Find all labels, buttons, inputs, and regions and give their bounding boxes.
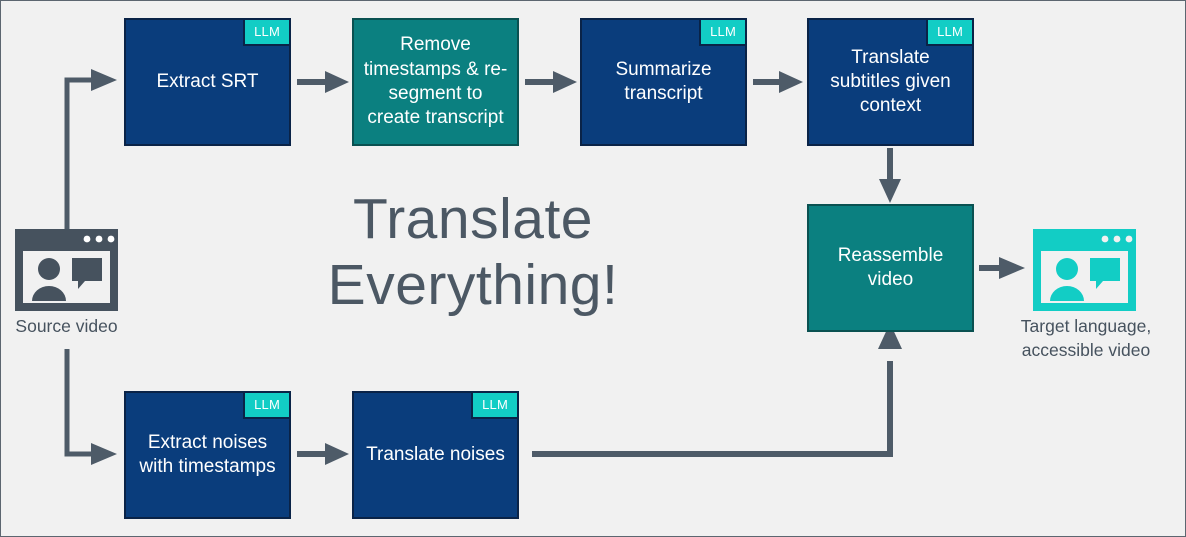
edge-summarize-to-translate-subtitles bbox=[753, 71, 803, 93]
node-extract-srt[interactable]: Extract SRT LLM bbox=[124, 18, 291, 146]
node-label: Remove timestamps & re-segment to create… bbox=[363, 34, 508, 129]
edge-source-to-extract-noises bbox=[64, 349, 117, 465]
llm-badge: LLM bbox=[699, 18, 747, 46]
edge-extract-noises-to-translate-noises bbox=[297, 443, 349, 465]
node-translate-noises[interactable]: Translate noises LLM bbox=[352, 391, 519, 519]
video-window-icon-source bbox=[15, 229, 118, 311]
edge-source-to-extract-srt bbox=[64, 69, 117, 233]
edge-translate-subtitles-to-reassemble bbox=[879, 148, 901, 203]
llm-badge: LLM bbox=[471, 391, 519, 419]
node-reassemble-video[interactable]: Reassemble video bbox=[807, 204, 974, 332]
page-title: Translate Everything! bbox=[327, 187, 619, 317]
llm-badge: LLM bbox=[243, 18, 291, 46]
video-window-icon bbox=[15, 229, 118, 311]
node-label: Extract SRT bbox=[156, 70, 259, 92]
node-label: Summarize transcript bbox=[615, 58, 712, 104]
edge-translate-noises-to-reassemble bbox=[532, 323, 902, 457]
edge-reassemble-to-target-video bbox=[979, 257, 1025, 279]
node-label: Translate noises bbox=[366, 443, 505, 465]
llm-badge: LLM bbox=[243, 391, 291, 419]
node-label: Reassemble video bbox=[837, 244, 944, 290]
node-label: Extract noises with timestamps bbox=[139, 431, 276, 477]
node-summarize-transcript[interactable]: Summarize transcript LLM bbox=[580, 18, 747, 146]
edge-extract-srt-to-remove-timestamps bbox=[297, 71, 349, 93]
video-window-icon-target bbox=[1033, 229, 1136, 311]
llm-badge: LLM bbox=[926, 18, 974, 46]
video-window-icon bbox=[1033, 229, 1136, 311]
caption-target-video: Target language, accessible video bbox=[1020, 316, 1152, 360]
node-translate-subtitles[interactable]: Translate subtitles given context LLM bbox=[807, 18, 974, 146]
edge-remove-timestamps-to-summarize bbox=[525, 71, 577, 93]
caption-source-video: Source video bbox=[15, 316, 118, 336]
node-remove-timestamps[interactable]: Remove timestamps & re-segment to create… bbox=[352, 18, 519, 146]
node-extract-noises[interactable]: Extract noises with timestamps LLM bbox=[124, 391, 291, 519]
node-label: Translate subtitles given context bbox=[830, 46, 951, 117]
